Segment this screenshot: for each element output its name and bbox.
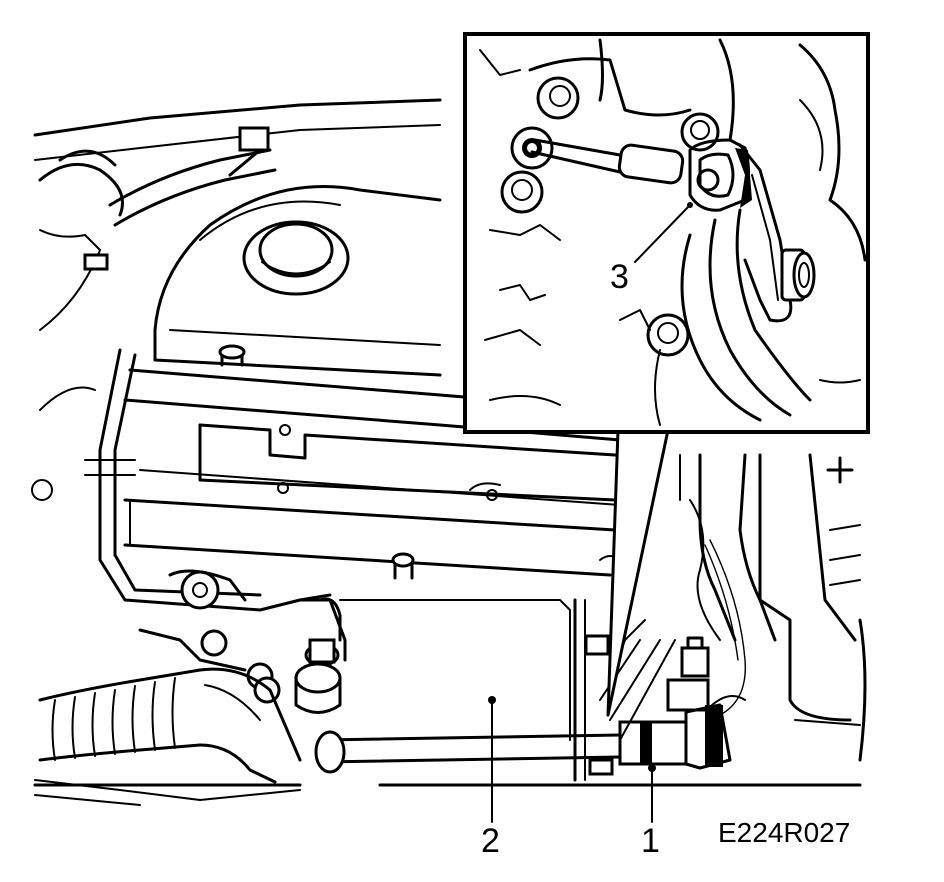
sensor-cable <box>314 730 622 774</box>
valve-cover-front <box>153 328 442 377</box>
inset-pointer-left <box>606 428 620 717</box>
inset-pointer-right <box>606 428 670 717</box>
bulkhead-inner <box>34 124 441 161</box>
inset-hose <box>680 233 762 422</box>
vacuum-line <box>108 148 272 207</box>
stud-lower-left <box>500 170 544 214</box>
callout-1: 1 <box>641 822 660 860</box>
connector-block <box>238 126 270 152</box>
clamp-bolt <box>780 248 816 302</box>
inset-sensor-body <box>617 143 685 185</box>
manifold-flange <box>528 57 692 117</box>
right-hose <box>698 453 737 642</box>
oil-filler-cap <box>242 220 350 296</box>
oxygen-sensor <box>618 695 746 770</box>
figure-code: E224R027 <box>718 817 850 848</box>
ignition-slot <box>198 423 617 460</box>
inset-detail <box>463 32 870 717</box>
intake-duct <box>198 667 302 762</box>
battery-plus-sign <box>826 456 854 484</box>
stud-top-left <box>536 76 580 120</box>
head-rail-lower <box>123 498 617 532</box>
bracket-bolt <box>180 570 220 610</box>
intake-bellows <box>38 668 202 762</box>
retaining-clip <box>688 138 752 212</box>
callout-2: 2 <box>481 822 500 860</box>
valve-cover-top <box>153 185 442 332</box>
inset-sensor-wire <box>533 138 622 157</box>
upper-hose <box>38 162 124 217</box>
stud-bottom <box>646 313 690 357</box>
leader-line-3 <box>634 204 691 263</box>
stud-mid-left <box>510 126 554 170</box>
engine-bay <box>31 98 867 806</box>
callouts: 3 2 1 E224R027 <box>481 202 850 860</box>
bulkhead-edge <box>33 98 442 137</box>
callout-3: 3 <box>610 258 629 296</box>
sensor-wire <box>709 539 746 716</box>
connector-plug <box>680 646 710 678</box>
fastener <box>31 479 53 501</box>
